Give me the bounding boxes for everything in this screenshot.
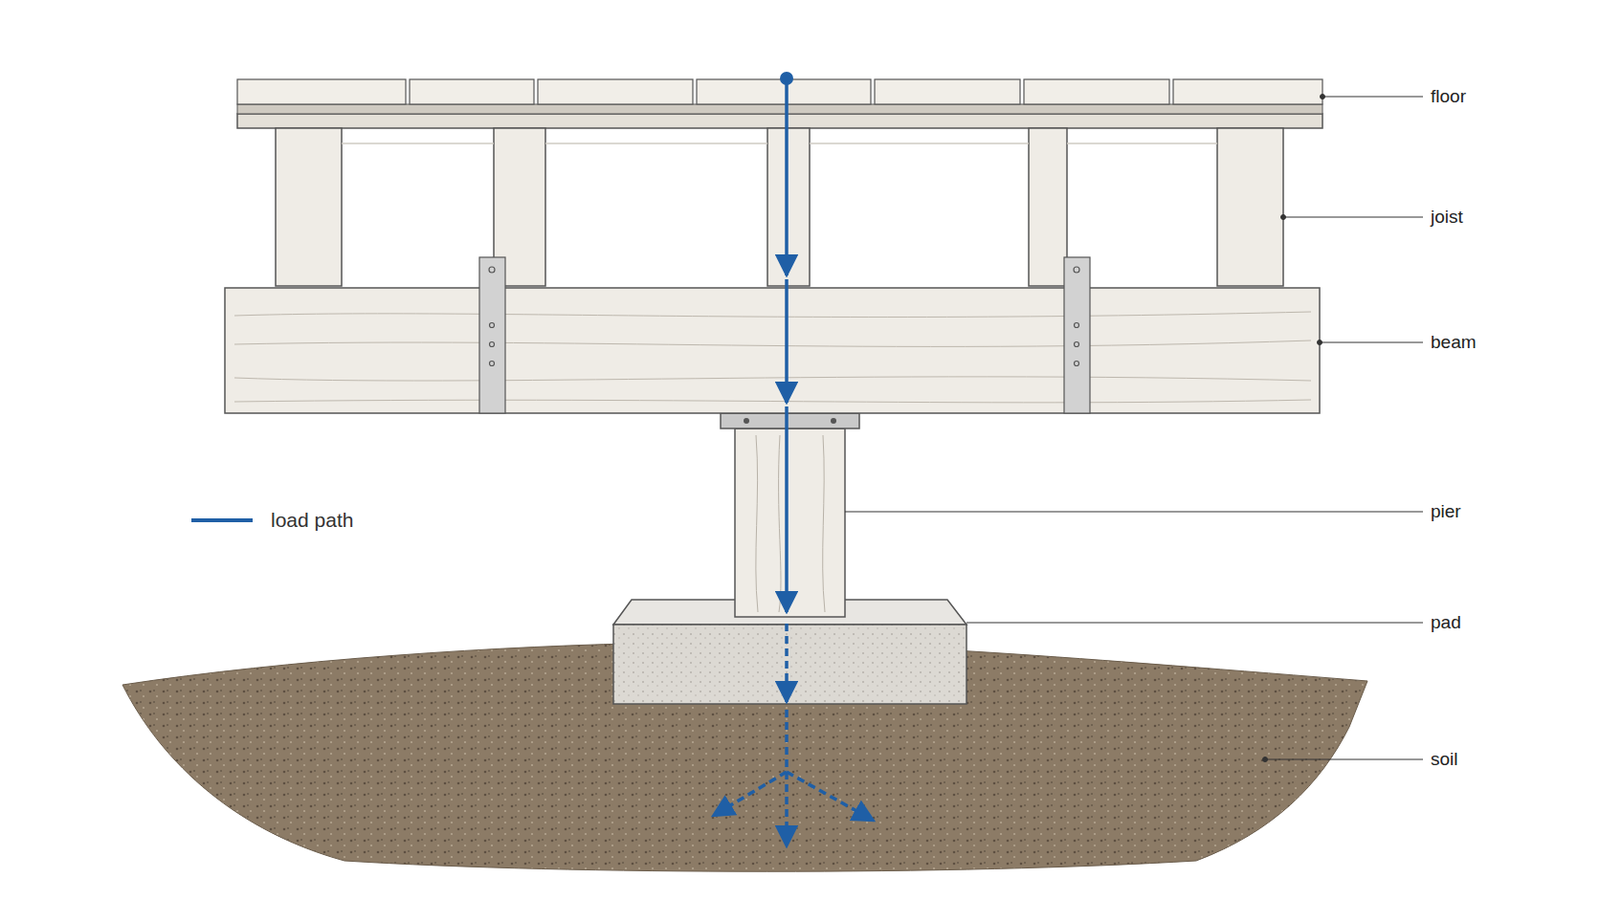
part-label: joist [1430, 206, 1464, 229]
part-label: beam [1430, 332, 1477, 355]
legend-text: load path [270, 508, 354, 533]
part-label: soil [1430, 749, 1459, 772]
legend-line-sample [189, 514, 257, 527]
part-label: pier [1430, 501, 1462, 524]
beam [224, 288, 1320, 414]
pier-post [720, 413, 860, 618]
load-path-arrow [712, 71, 874, 847]
part-label: floor [1430, 86, 1467, 109]
joists [275, 128, 1284, 287]
joist-hangers [479, 257, 1090, 414]
part-label: pad [1430, 612, 1462, 635]
leader-lines [844, 94, 1423, 763]
floor-deck [237, 79, 1323, 129]
